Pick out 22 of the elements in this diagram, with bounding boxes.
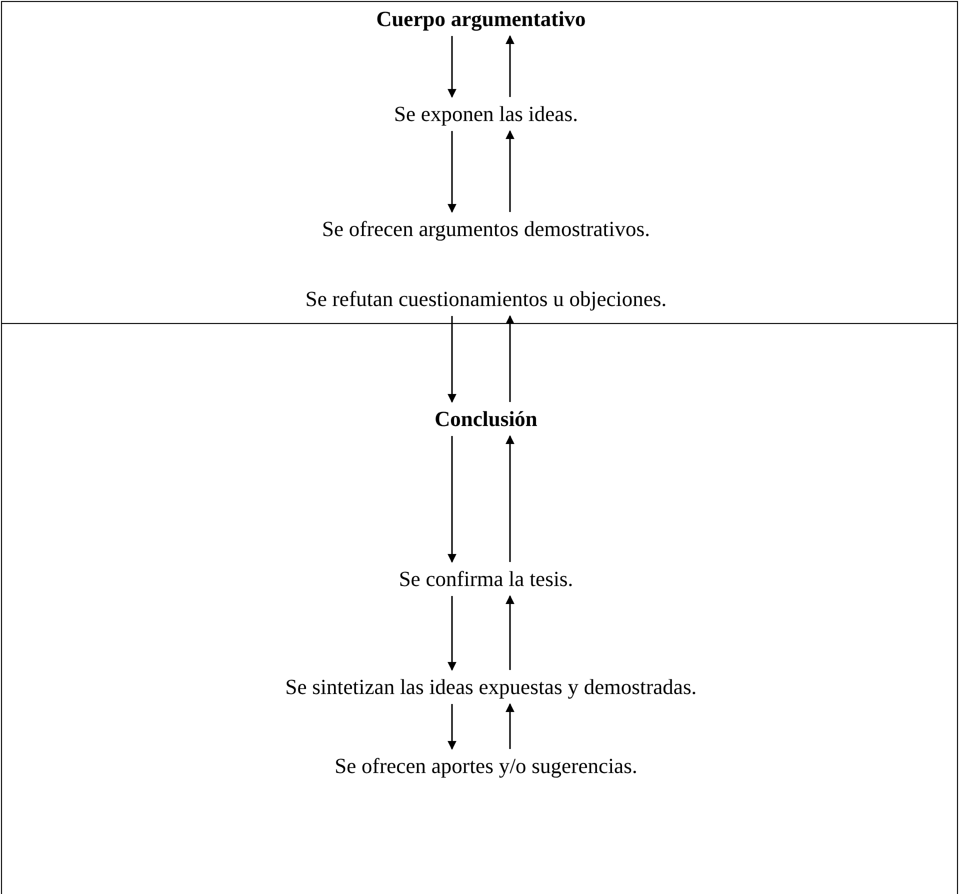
arrow <box>506 595 514 670</box>
arrow <box>448 596 456 671</box>
arrow <box>506 35 514 97</box>
statement-text: Se ofrecen argumentos demostrativos. <box>322 216 650 242</box>
statement-text: Se confirma la tesis. <box>398 566 574 592</box>
arrow <box>448 704 456 750</box>
arrow <box>506 315 514 402</box>
statement-text: Se ofrecen aportes y/o sugerencias. <box>334 753 638 779</box>
arrow <box>448 316 456 403</box>
arrow <box>506 435 514 562</box>
arrow <box>506 130 514 212</box>
arrow <box>448 436 456 563</box>
section-heading: Cuerpo argumentativo <box>376 6 586 32</box>
statement-text: Se refutan cuestionamientos u objeciones. <box>305 286 667 312</box>
statement-text: Se exponen las ideas. <box>394 101 578 127</box>
table-cell <box>1 323 958 894</box>
table-cell <box>1 1 958 324</box>
section-heading: Conclusión <box>434 406 538 432</box>
arrow <box>448 131 456 213</box>
statement-text: Se sintetizan las ideas expuestas y demostradas. <box>285 674 697 700</box>
arrow <box>448 36 456 98</box>
arrow <box>506 703 514 749</box>
